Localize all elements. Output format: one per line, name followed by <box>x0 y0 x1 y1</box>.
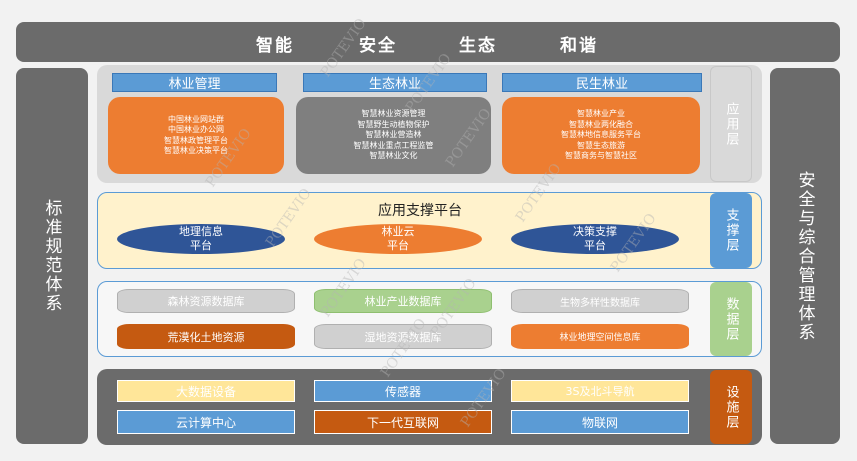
banner-word-smart: 智能 <box>256 36 294 56</box>
card-livelihood-forestry: 智慧林业产业 智慧林业两化融合 智慧林地信息服务平台 智慧生态旅游 智慧商务与智… <box>502 97 700 174</box>
card-line: 智慧林业资源管理 <box>361 109 426 119</box>
card-line: 智慧林业营造林 <box>365 130 422 140</box>
internet-of-things: 物联网 <box>511 410 689 434</box>
card-line: 智慧商务与智慧社区 <box>565 151 637 161</box>
platform-line: 平台 <box>584 239 606 252</box>
big-data-equipment: 大数据设备 <box>117 380 295 402</box>
label-data-layer: 数据层 <box>710 282 752 356</box>
sensors: 传感器 <box>314 380 492 402</box>
card-line: 智慧林地信息服务平台 <box>561 130 641 140</box>
db-forestry-geospatial: 林业地理空间信息库 <box>511 324 689 349</box>
card-line: 智慧林业重点工程监管 <box>353 140 434 150</box>
header-forestry-management: 林业管理 <box>112 73 277 92</box>
label-application-layer: 应用层 <box>710 66 752 182</box>
db-wetland-resources: 湿地资源数据库 <box>314 324 492 349</box>
db-desertified-land: 荒漠化土地资源 <box>117 324 295 349</box>
header-livelihood-forestry: 民生林业 <box>502 73 702 92</box>
card-ecological-forestry: 智慧林业资源管理 智慧野生动植物保护 智慧林业营造林 智慧林业重点工程监管 智慧… <box>296 97 491 174</box>
platform-line: 平台 <box>387 239 409 252</box>
standards-system-column: 标准规范体系 <box>16 68 88 444</box>
card-line: 智慧生态旅游 <box>577 140 625 150</box>
card-line: 智慧林业产业 <box>577 109 625 119</box>
header-ecological-forestry: 生态林业 <box>303 73 487 92</box>
card-line: 中国林业办公网 <box>168 125 224 134</box>
banner-word-safe: 安全 <box>359 36 397 56</box>
banner-word-harmony: 和谐 <box>560 36 598 56</box>
gis-platform: 地理信息 平台 <box>117 224 285 254</box>
card-line: 智慧野生动植物保护 <box>357 119 430 129</box>
platform-line: 地理信息 <box>179 225 223 238</box>
platform-line: 林业云 <box>381 225 415 238</box>
card-line: 智慧林业两化融合 <box>569 119 633 129</box>
card-line: 中国林业网站群 <box>168 114 224 124</box>
top-banner: 智能 安全 生态 和谐 <box>16 22 840 62</box>
platform-line: 决策支撑 <box>573 225 617 238</box>
forestry-cloud-platform: 林业云 平台 <box>314 224 482 254</box>
card-line: 智慧林业决策平台 <box>164 146 228 155</box>
db-forestry-industry: 林业产业数据库 <box>314 289 492 313</box>
card-forestry-management: 中国林业网站群 中国林业办公网 智慧林政管理平台 智慧林业决策平台 <box>108 97 284 174</box>
support-platform-title: 应用支撑平台 <box>378 203 462 219</box>
decision-support-platform: 决策支撑 平台 <box>511 224 679 254</box>
card-line: 智慧林业文化 <box>369 151 418 161</box>
security-management-column: 安全与综合管理体系 <box>770 68 840 444</box>
db-forest-resources: 森林资源数据库 <box>117 289 295 313</box>
label-support-layer: 支撑层 <box>710 193 752 268</box>
cloud-computing-center: 云计算中心 <box>117 410 295 434</box>
db-biodiversity: 生物多样性数据库 <box>511 289 689 313</box>
3s-beidou-navigation: 3S及北斗导航 <box>511 380 689 402</box>
card-line: 智慧林政管理平台 <box>164 135 228 145</box>
next-gen-internet: 下一代互联网 <box>314 410 492 434</box>
banner-word-ecology: 生态 <box>459 36 497 56</box>
label-facility-layer: 设施层 <box>710 370 752 444</box>
platform-line: 平台 <box>190 239 212 252</box>
